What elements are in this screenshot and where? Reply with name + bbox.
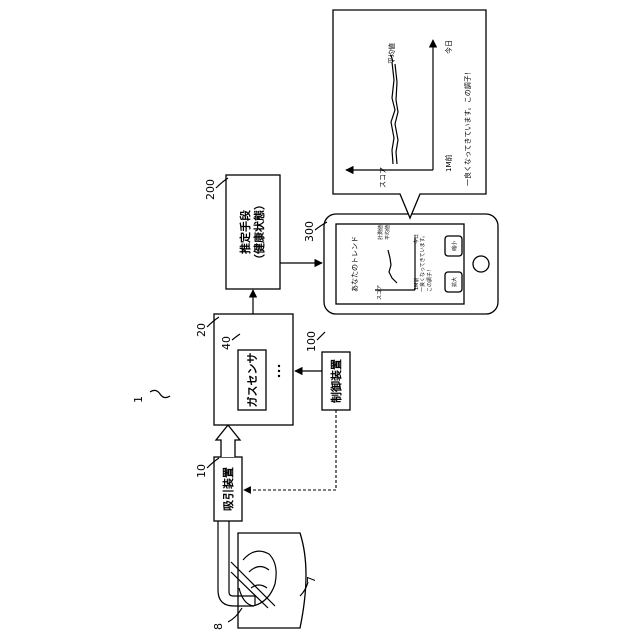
svg-text:あなたのトレンド: あなたのトレンド — [351, 236, 359, 292]
svg-text:ガスセンサ: ガスセンサ — [245, 353, 259, 408]
gas-sensor: ガスセンサ — [238, 350, 266, 410]
svg-text:20: 20 — [195, 323, 208, 337]
estimator: 推定手段 （健康状態） — [226, 175, 280, 289]
svg-text:制御装置: 制御装置 — [329, 359, 343, 403]
suction-device: 吸引装置 — [214, 457, 242, 521]
svg-text:スコア: スコア — [377, 285, 383, 300]
zoom-in-button[interactable]: 拡大 — [445, 272, 462, 292]
svg-text:縮小: 縮小 — [451, 241, 458, 251]
svg-text:40: 40 — [220, 336, 233, 350]
svg-text:10: 10 — [195, 464, 208, 478]
svg-text:今日: 今日 — [444, 40, 453, 54]
svg-text:平均値: 平均値 — [384, 225, 391, 240]
svg-text:今日: 今日 — [413, 234, 420, 244]
svg-text:1: 1 — [132, 396, 145, 403]
svg-text:…: … — [0, 0, 11, 3]
svg-text:平均値: 平均値 — [387, 43, 396, 64]
control-device: 制御装置 — [322, 352, 350, 410]
svg-text:計測値: 計測値 — [377, 225, 384, 240]
svg-text:8: 8 — [212, 623, 225, 630]
svg-text:100: 100 — [305, 331, 318, 352]
svg-text:吸引装置: 吸引装置 — [221, 467, 235, 511]
control-device-reference: 100 — [305, 331, 325, 352]
svg-text:（健康状態）: （健康状態） — [252, 199, 266, 265]
svg-text:拡大: 拡大 — [451, 277, 458, 287]
svg-text:7: 7 — [305, 576, 318, 583]
pet-toilet — [231, 533, 306, 628]
estimator-reference: 200 — [204, 178, 228, 200]
svg-text:1M前: 1M前 — [444, 155, 453, 173]
svg-text:推定手段: 推定手段 — [238, 210, 252, 254]
svg-text:200: 200 — [204, 179, 217, 200]
svg-text:一良くなってきています。この調子！: 一良くなってきています。この調子！ — [463, 68, 472, 186]
svg-text:1M前: 1M前 — [413, 278, 420, 291]
svg-text:一良くなってきています。: 一良くなってきています。 — [419, 233, 426, 292]
system-reference: 1 — [132, 390, 170, 403]
svg-text:スコア: スコア — [379, 167, 387, 188]
zoom-out-button[interactable]: 縮小 — [445, 236, 462, 256]
flow-arrow-suction-to-sensor — [216, 425, 240, 457]
svg-text:300: 300 — [303, 221, 316, 242]
svg-text:この調子！: この調子！ — [426, 267, 433, 292]
